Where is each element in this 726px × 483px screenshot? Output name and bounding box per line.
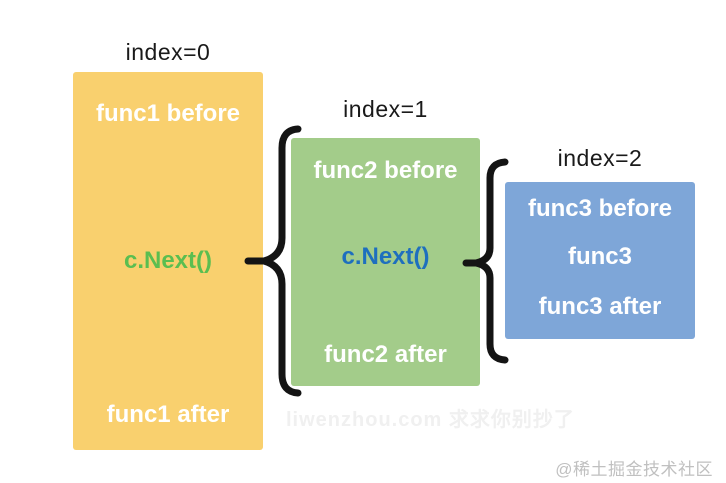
index-label-0: index=0 [125, 39, 211, 65]
func1-cnext-label: c.Next() [123, 247, 213, 274]
func2-after-label: func2 after [324, 341, 447, 368]
index-label-2: index=2 [557, 145, 643, 171]
func1-before-label: func1 before [95, 100, 241, 127]
func3-after-label: func3 after [538, 293, 662, 320]
community-credit: @稀土掘金技术社区 [555, 460, 713, 479]
func2-cnext-label: c.Next() [341, 243, 430, 270]
func2-before-label: func2 before [313, 157, 458, 184]
func1-after-label: func1 after [106, 401, 230, 428]
func3-scope-box: func3 before func3 func3 after [505, 182, 695, 339]
func3-before-label: func3 before [527, 195, 673, 222]
curly-brace-func3-scope-icon [472, 158, 509, 364]
func1-scope-box: func1 before c.Next() func1 after [73, 72, 263, 450]
index-label-1: index=1 [343, 96, 428, 122]
site-watermark: liwenzhou.com 求求你别抄了 [286, 409, 575, 431]
func3-label: func3 [567, 243, 632, 270]
func2-scope-box: func2 before c.Next() func2 after [291, 138, 480, 386]
